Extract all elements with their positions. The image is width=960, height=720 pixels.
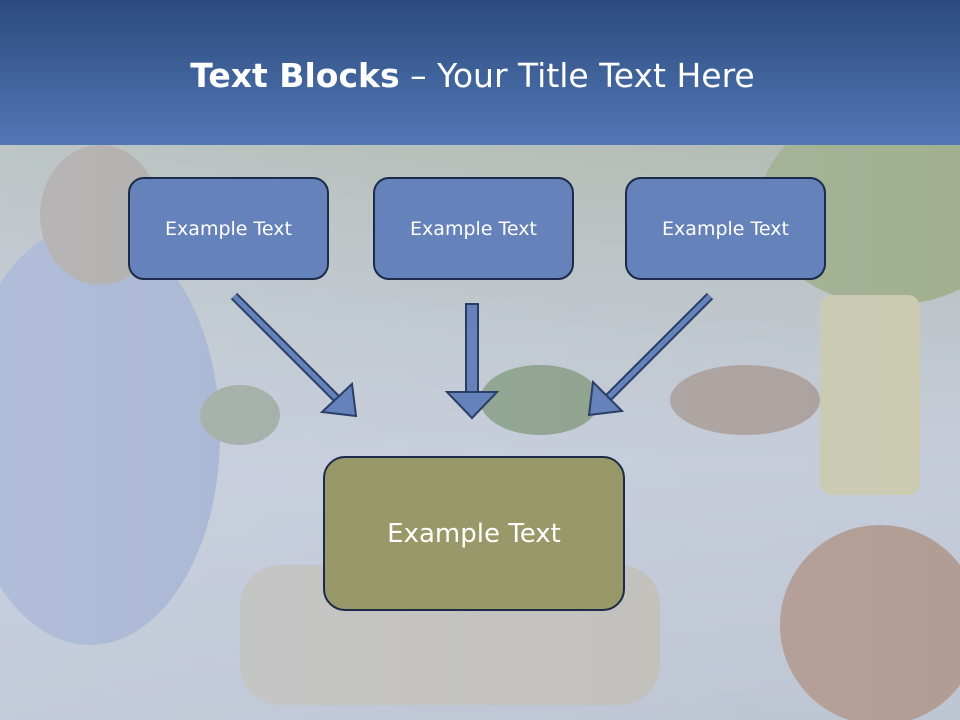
title-bold-part: Text Blocks (190, 56, 400, 95)
title-rest: Your Title Text Here (437, 56, 755, 95)
text-block-1: Example Text (128, 177, 329, 280)
slide-title: Text Blocks – Your Title Text Here (0, 54, 945, 98)
title-dash: – (399, 56, 438, 95)
title-bar: Text Blocks – Your Title Text Here (0, 0, 960, 145)
center-text-block: Example Text (323, 456, 625, 611)
text-block-2: Example Text (373, 177, 574, 280)
text-block-3: Example Text (625, 177, 826, 280)
